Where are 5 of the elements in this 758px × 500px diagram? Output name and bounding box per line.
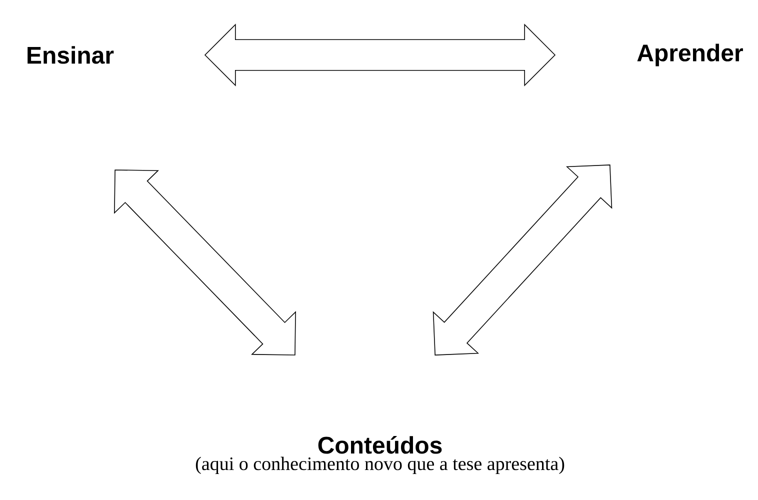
label-text: Conteúdos (aqui o conhecimento novo que a tese apresenta): [196, 436, 564, 474]
label-text: Ensinar: [28, 46, 114, 64]
block-arrow: [432, 164, 612, 356]
label-text: Aprender: [637, 44, 743, 66]
block-arrow: [114, 170, 296, 356]
